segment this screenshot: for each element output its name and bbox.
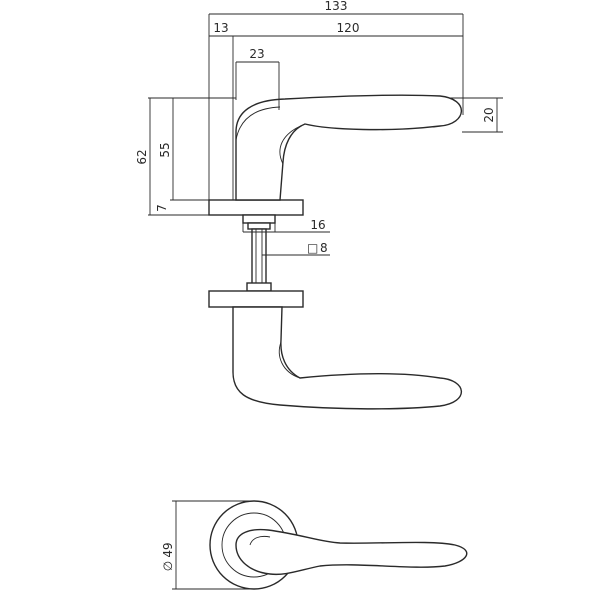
square-symbol: □ xyxy=(307,241,318,255)
middle-lever-body xyxy=(232,306,462,410)
label-rose-offset: 13 xyxy=(213,21,228,35)
label-rose-thickness: 7 xyxy=(155,204,169,212)
spindle-bar xyxy=(251,228,267,286)
middle-rose-plate xyxy=(208,290,304,308)
label-spindle-square: 8 xyxy=(320,241,328,255)
bottom-view xyxy=(209,500,468,590)
dimension-labels: 133 13 120 23 20 62 55 7 16 □ 8 ∅ 49 xyxy=(135,0,496,571)
label-overall-length: 133 xyxy=(325,0,348,13)
dimension-lines xyxy=(148,13,503,590)
spindle-washer-bottom xyxy=(246,282,272,292)
top-lever-view xyxy=(208,94,463,216)
middle-lever-view xyxy=(208,290,462,410)
middle-lever-inner-curve xyxy=(278,341,301,379)
label-lever-length: 120 xyxy=(337,21,360,35)
label-total-height: 62 xyxy=(135,149,149,164)
bottom-lever-neck xyxy=(249,535,271,546)
top-lever-inner-curve xyxy=(279,123,306,165)
label-spindle-length: 16 xyxy=(310,218,325,232)
spindle-collar-top xyxy=(242,214,276,224)
label-neck-width: 23 xyxy=(249,47,264,61)
top-lever-body xyxy=(235,94,463,201)
diameter-symbol: ∅ xyxy=(161,561,175,571)
top-rose-plate xyxy=(208,199,304,216)
label-lever-thickness: 20 xyxy=(482,107,496,122)
label-lever-height: 55 xyxy=(158,142,172,157)
top-lever-neck-line xyxy=(235,106,281,141)
spindle-washer-top xyxy=(247,222,271,230)
bottom-lever-body xyxy=(235,528,468,576)
label-rose-diameter: 49 xyxy=(161,542,175,557)
spindle xyxy=(242,214,276,292)
